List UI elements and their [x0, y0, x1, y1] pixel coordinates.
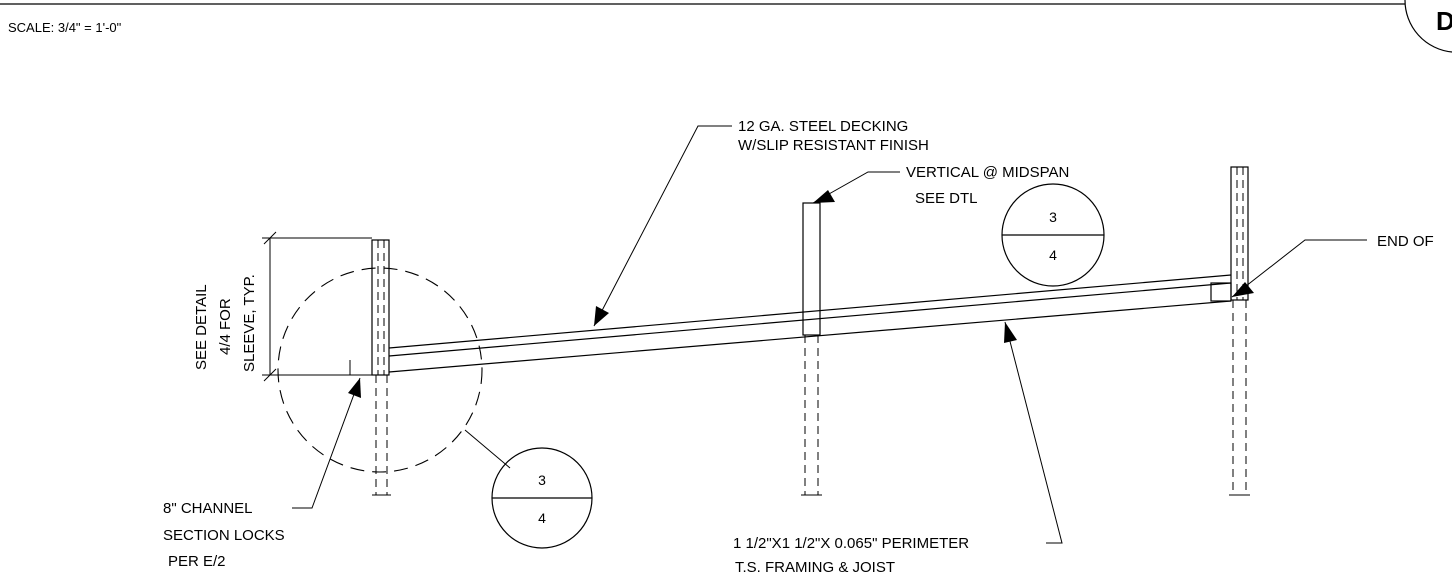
- channel-label-line1: 8" CHANNEL: [163, 500, 253, 517]
- channel-leader: [292, 377, 361, 509]
- channel-label-line2: SECTION LOCKS: [163, 527, 285, 544]
- see-detail-line1: SEE DETAIL: [193, 284, 210, 370]
- sloped-deck: [388, 274, 1232, 373]
- right-post: [1210, 166, 1250, 496]
- decking-label-line2: W/SLIP RESISTANT FINISH: [738, 137, 929, 154]
- detail-bubble-lower: 3 4: [491, 447, 593, 549]
- bubble-top-number: 3: [1049, 209, 1057, 225]
- decking-leader: [593, 125, 732, 327]
- detail-callout-circle: [277, 267, 483, 473]
- decking-label-line1: 12 GA. STEEL DECKING: [738, 118, 908, 135]
- vertical-label-line2: SEE DTL: [915, 190, 978, 207]
- detail-bubble-upper: 3 4: [1001, 183, 1105, 287]
- left-post: [371, 239, 391, 496]
- vertical-leader: [812, 171, 900, 204]
- vertical-label-line1: VERTICAL @ MIDSPAN: [906, 164, 1069, 181]
- end-of-label: END OF: [1377, 233, 1434, 250]
- middle-post: [801, 202, 822, 496]
- see-detail-line2: 4/4 FOR: [217, 298, 234, 355]
- bubble-bottom-number: 4: [1049, 247, 1057, 263]
- end-of-leader: [1231, 239, 1367, 298]
- scale-label: SCALE: 3/4" = 1'-0": [8, 20, 122, 35]
- sleeve-dimension: [262, 231, 372, 382]
- title-tag-circle: [1404, 0, 1452, 53]
- title-tag: D: [1436, 6, 1452, 36]
- channel-label-line3: PER E/2: [168, 553, 226, 570]
- bubble-top-number: 3: [538, 472, 546, 488]
- see-detail-line3: SLEEVE, TYP.: [241, 274, 258, 372]
- bubble-bottom-number: 4: [538, 510, 546, 526]
- framing-leader: [1004, 321, 1063, 544]
- framing-label-line1: 1 1/2"X1 1/2"X 0.065" PERIMETER: [733, 535, 969, 552]
- callout-leader: [464, 429, 511, 469]
- framing-label-line2: T.S. FRAMING & JOIST: [735, 559, 895, 576]
